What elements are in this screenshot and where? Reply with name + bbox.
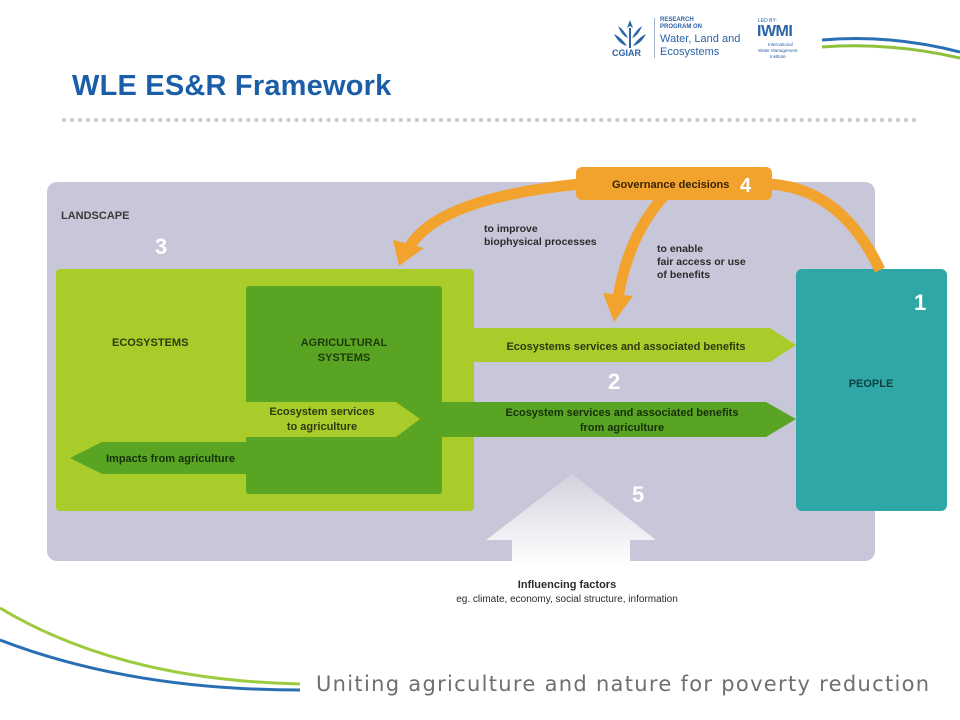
number-4: 4 [740,175,752,197]
slide-title: WLE ES&R Framework [72,70,392,102]
people-label: PEOPLE [849,378,894,390]
improve-label-line1: to improve [484,223,538,235]
es-to-agriculture-arrow [246,402,420,437]
enable-label-line2: fair access or use [657,256,746,268]
iwmi-line3: Institute [770,54,786,59]
governance-decisions-box [576,167,772,200]
es-from-agriculture-arrow [442,402,796,437]
ecosystem-services-arrow-label: Ecosystems services and associated benef… [506,341,745,353]
people-box [796,269,947,511]
top-swoosh-green [821,44,960,60]
number-3: 3 [155,234,167,259]
iwmi-line1: International [768,42,793,47]
enable-label-line1: to enable [657,243,703,255]
es-from-agriculture-label-line1: Ecosystem services and associated benefi… [506,407,739,419]
ecosystems-label: ECOSYSTEMS [112,337,188,349]
influencing-factors-title: Influencing factors [518,579,616,591]
impacts-arrow [70,442,246,474]
program-line1: RESEARCH [660,17,694,23]
cgiar-wordmark: CGIAR [612,48,641,58]
impacts-arrow-label: Impacts from agriculture [106,453,235,465]
es-from-agriculture-label-line2: from agriculture [580,422,664,434]
number-2: 2 [608,369,620,394]
influencing-factors-subtitle: eg. climate, economy, social structure, … [456,594,678,605]
led-by-label: LED BY: [758,18,777,24]
improve-label-line2: biophysical processes [484,236,597,248]
title-divider [62,118,917,122]
bottom-swoosh-green [0,606,301,686]
program-line3: Water, Land and [660,33,741,45]
es-to-agriculture-label-line2: to agriculture [287,421,357,433]
program-line4: Ecosystems [660,46,720,58]
cgiar-logo-icon [614,20,646,48]
ecosystem-services-arrow [474,328,796,362]
enable-label-line3: of benefits [657,269,710,281]
number-5: 5 [632,482,644,507]
top-swoosh-blue [821,37,960,54]
landscape-label: LANDSCAPE [61,210,129,222]
tagline: Uniting agriculture and nature for pover… [316,672,931,696]
governance-decisions-label: Governance decisions [612,179,729,191]
iwmi-wordmark: IWMI [757,23,793,40]
iwmi-line2: Water Management [758,48,798,53]
agricultural-systems-label-line2: SYSTEMS [318,352,371,364]
number-1: 1 [914,290,926,315]
governance-arc-down [612,192,669,299]
influencing-factors-arrow [486,474,656,566]
bottom-swoosh-blue [0,638,301,692]
header-logos: CGIAR RESEARCH PROGRAM ON Water, Land an… [610,16,820,62]
governance-arc-left [405,178,581,250]
agricultural-systems-label-line1: AGRICULTURAL [301,337,388,349]
es-to-agriculture-label-line1: Ecosystem services [269,406,374,418]
governance-arrowhead-left [393,240,424,266]
program-line2: PROGRAM ON [660,24,702,30]
logo-divider [654,18,655,58]
agricultural-systems-box [246,286,442,494]
governance-arrowhead-down [603,293,633,322]
governance-arc-right [765,178,885,273]
